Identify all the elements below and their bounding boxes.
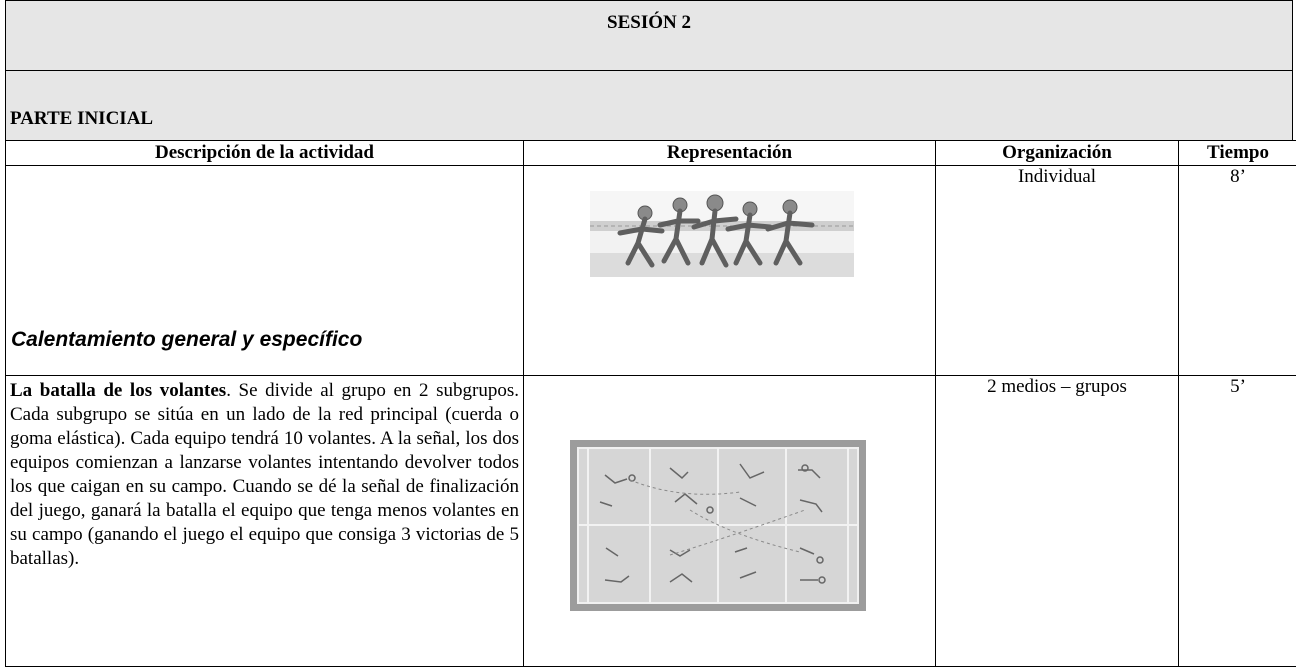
part-title: PARTE INICIAL <box>5 70 1293 141</box>
table-header-row: Descripción de la actividad Representaci… <box>6 141 1296 166</box>
badminton-court-image <box>570 440 866 611</box>
header-time: Tiempo <box>1179 141 1296 166</box>
row2-time: 5’ <box>1179 376 1296 667</box>
row2-description-cell: La batalla de los volantes. Se divide al… <box>6 376 524 667</box>
activity-name: La batalla de los volantes <box>10 380 226 401</box>
row1-time: 8’ <box>1179 166 1296 376</box>
runners-warmup-image <box>590 191 854 277</box>
row2-organization: 2 medios – grupos <box>936 376 1179 667</box>
session-title: SESIÓN 2 <box>5 0 1293 71</box>
row2-description: La batalla de los volantes. Se divide al… <box>6 376 523 571</box>
header-representation: Representación <box>524 141 936 166</box>
header-organization: Organización <box>936 141 1179 166</box>
warmup-description: Calentamiento general y específico <box>11 328 362 352</box>
row1-organization: Individual <box>936 166 1179 376</box>
activity-instructions: . Se divide al grupo en 2 subgrupos. Cad… <box>10 380 519 569</box>
header-description: Descripción de la actividad <box>6 141 524 166</box>
